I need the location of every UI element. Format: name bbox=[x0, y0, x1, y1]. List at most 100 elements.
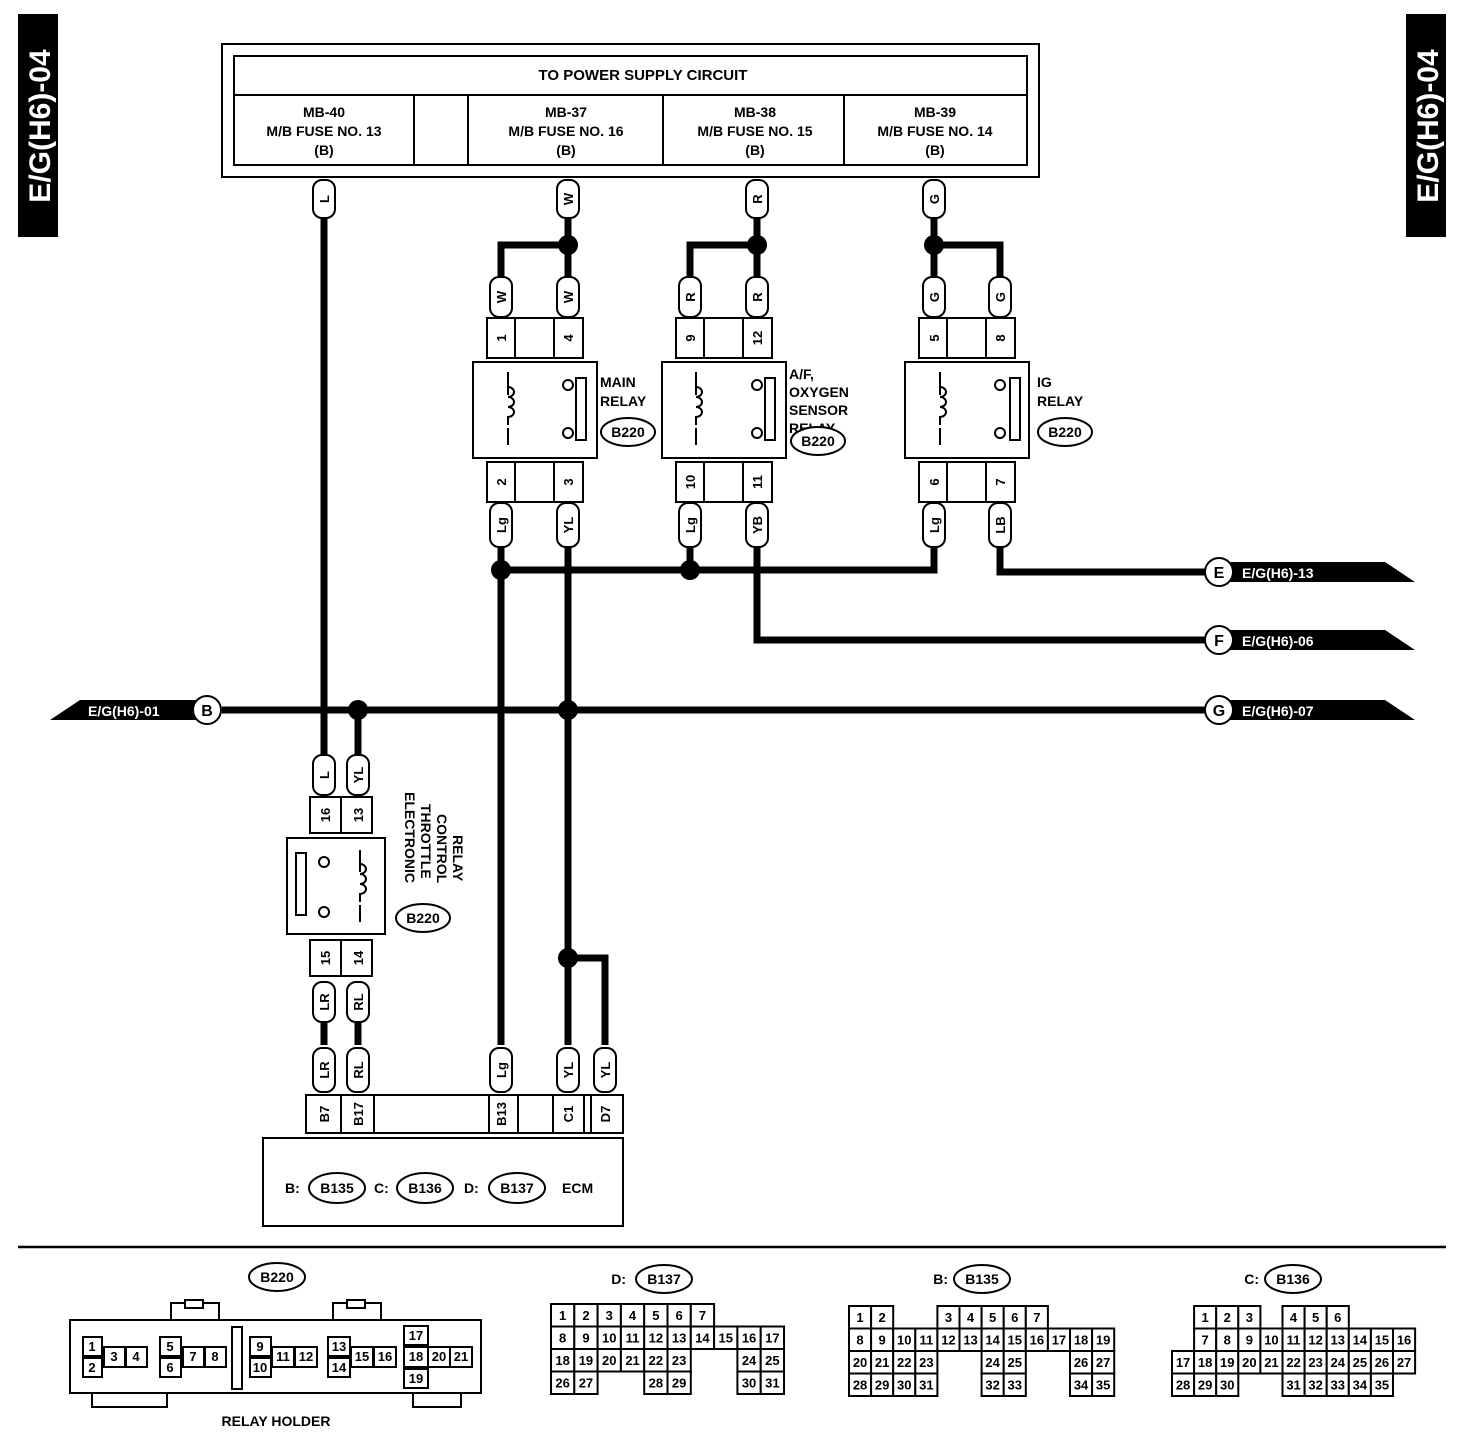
connector-pin-number: 20 bbox=[853, 1355, 867, 1370]
svg-text:C:: C: bbox=[374, 1180, 389, 1196]
connector-pin-number: 23 bbox=[919, 1355, 933, 1370]
svg-text:B:: B: bbox=[933, 1271, 948, 1287]
connector-pin-number: 1 bbox=[559, 1308, 566, 1323]
svg-text:SENSOR: SENSOR bbox=[789, 402, 848, 418]
svg-text:RELAY HOLDER: RELAY HOLDER bbox=[222, 1413, 331, 1429]
wire-tag: R bbox=[678, 276, 702, 318]
svg-text:RL: RL bbox=[351, 1061, 366, 1078]
svg-text:YL: YL bbox=[598, 1062, 613, 1079]
connector-pin-number: 6 bbox=[676, 1308, 683, 1323]
connector-pin-number: 29 bbox=[672, 1376, 686, 1391]
svg-text:L: L bbox=[317, 771, 332, 779]
connector-pin-number: 20 bbox=[1242, 1355, 1256, 1370]
svg-text:9: 9 bbox=[683, 334, 698, 341]
connector-pin-number: 5 bbox=[989, 1310, 996, 1325]
connector-pin-number: 19 bbox=[1220, 1355, 1234, 1370]
svg-text:B136: B136 bbox=[408, 1180, 442, 1196]
connector-pin-cell bbox=[759, 1370, 786, 1395]
connector-pin-number: 29 bbox=[875, 1378, 889, 1393]
wire-tag: G bbox=[922, 179, 946, 219]
connector-pin-number: 3 bbox=[606, 1308, 613, 1323]
connector-pin-number: 26 bbox=[555, 1376, 569, 1391]
connector-pin-number: 21 bbox=[875, 1355, 889, 1370]
wire-tag: W bbox=[489, 276, 513, 318]
wire-tag: RL bbox=[346, 981, 370, 1023]
svg-text:G: G bbox=[993, 292, 1008, 302]
wire-tag: W bbox=[556, 276, 580, 318]
svg-text:YL: YL bbox=[351, 767, 366, 784]
connector-pin-number: 7 bbox=[699, 1308, 706, 1323]
connector-pin-number: 15 bbox=[719, 1331, 733, 1346]
connector-pin-number: 14 bbox=[985, 1333, 1000, 1348]
svg-text:B135: B135 bbox=[320, 1180, 354, 1196]
connector-pin-number: 32 bbox=[1308, 1378, 1322, 1393]
svg-text:B220: B220 bbox=[611, 424, 645, 440]
svg-text:YL: YL bbox=[561, 517, 576, 534]
svg-text:14: 14 bbox=[351, 950, 366, 965]
svg-text:4: 4 bbox=[132, 1349, 140, 1364]
connector-pin-number: 13 bbox=[672, 1331, 686, 1346]
svg-text:MB-37: MB-37 bbox=[545, 104, 587, 120]
af-oxygen-relay: 9 12 10 11 A/F, OXYGEN SENSOR RELAY B220 bbox=[661, 317, 849, 503]
connector-b220: B220 1 2 3 4 5 6 7 8 9 10 11 12 13 14 15… bbox=[69, 1262, 482, 1429]
svg-text:8: 8 bbox=[211, 1349, 218, 1364]
svg-text:MB-40: MB-40 bbox=[303, 104, 345, 120]
svg-text:E/G(H6)-13: E/G(H6)-13 bbox=[1242, 565, 1314, 581]
connector-pin-number: 29 bbox=[1198, 1378, 1212, 1393]
svg-text:R: R bbox=[750, 194, 765, 204]
svg-text:4: 4 bbox=[561, 334, 576, 342]
connector-pin-cell bbox=[914, 1372, 939, 1397]
connector-pin-number: 23 bbox=[672, 1353, 686, 1368]
svg-text:9: 9 bbox=[256, 1339, 263, 1354]
svg-text:7: 7 bbox=[993, 478, 1008, 485]
svg-text:D:: D: bbox=[464, 1180, 479, 1196]
connector-pin-number: 35 bbox=[1375, 1378, 1389, 1393]
svg-text:M/B FUSE NO. 16: M/B FUSE NO. 16 bbox=[508, 123, 623, 139]
svg-text:12: 12 bbox=[750, 331, 765, 345]
svg-text:R: R bbox=[683, 292, 698, 302]
svg-text:5: 5 bbox=[927, 334, 942, 341]
svg-text:16: 16 bbox=[318, 808, 333, 822]
svg-text:7: 7 bbox=[189, 1349, 196, 1364]
svg-text:12: 12 bbox=[299, 1349, 313, 1364]
connector-pin-number: 25 bbox=[765, 1353, 779, 1368]
svg-text:B136: B136 bbox=[1276, 1271, 1310, 1287]
connector-pin-number: 15 bbox=[1008, 1333, 1022, 1348]
connector-pin-number: 15 bbox=[1375, 1333, 1389, 1348]
connector-pin-number: 24 bbox=[985, 1355, 1000, 1370]
svg-text:11: 11 bbox=[750, 475, 765, 489]
svg-text:MB-39: MB-39 bbox=[914, 104, 956, 120]
svg-text:B135: B135 bbox=[965, 1271, 999, 1287]
connector-pin-number: 5 bbox=[652, 1308, 659, 1323]
connector-pin-number: 8 bbox=[1224, 1333, 1231, 1348]
connector-pin-cell bbox=[666, 1370, 692, 1395]
svg-text:W: W bbox=[561, 290, 576, 303]
connector-pin-number: 25 bbox=[1008, 1355, 1022, 1370]
connector-pin-number: 32 bbox=[985, 1378, 999, 1393]
svg-text:11: 11 bbox=[276, 1349, 290, 1364]
connector-pin-number: 26 bbox=[1375, 1355, 1389, 1370]
wire-tag: LB bbox=[988, 502, 1012, 548]
side-tab-right: E/G(H6)-04 bbox=[1406, 14, 1446, 237]
svg-text:A/F,: A/F, bbox=[789, 366, 814, 382]
connector-pin-number: 16 bbox=[1397, 1333, 1411, 1348]
svg-text:15: 15 bbox=[355, 1349, 369, 1364]
svg-text:B220: B220 bbox=[1048, 424, 1082, 440]
svg-text:OXYGEN: OXYGEN bbox=[789, 384, 849, 400]
connector-pin-number: 28 bbox=[853, 1378, 867, 1393]
connector-pin-number: 30 bbox=[742, 1376, 756, 1391]
svg-text:B13: B13 bbox=[494, 1102, 509, 1126]
wire-tag: Lg bbox=[678, 502, 702, 548]
connector-pin-cell bbox=[1369, 1372, 1395, 1397]
svg-text:B: B bbox=[201, 703, 213, 720]
connector-pin-number: 28 bbox=[649, 1376, 663, 1391]
svg-text:G: G bbox=[1213, 703, 1225, 720]
svg-text:W: W bbox=[494, 290, 509, 303]
connector-pin-number: 21 bbox=[625, 1353, 639, 1368]
connector-pin-cell bbox=[1392, 1350, 1417, 1375]
wire-tag: LR bbox=[312, 981, 336, 1023]
connector-pin-number: 22 bbox=[1286, 1355, 1300, 1370]
svg-text:21: 21 bbox=[454, 1349, 468, 1364]
connector-pin-number: 12 bbox=[649, 1331, 663, 1346]
